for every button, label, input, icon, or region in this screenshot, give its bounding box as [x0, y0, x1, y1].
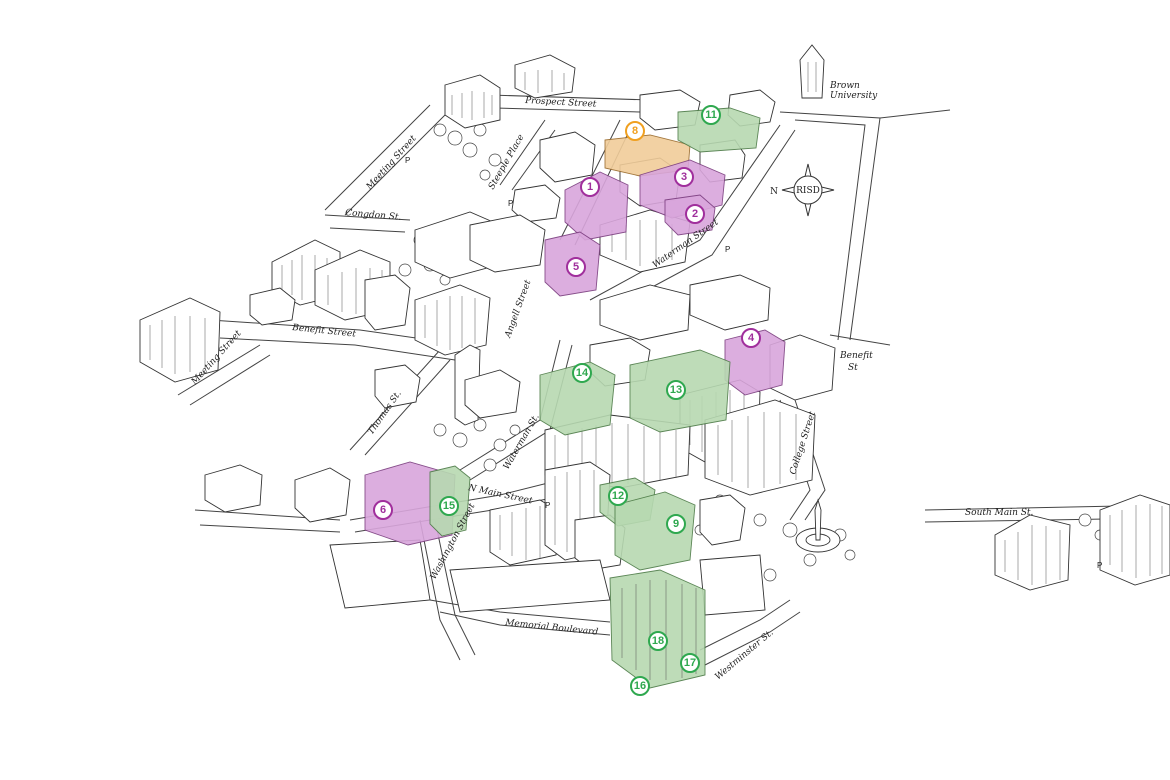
compass-label: RISD	[796, 186, 820, 196]
svg-text:17: 17	[684, 657, 696, 669]
marker-11[interactable]: 11	[701, 105, 721, 125]
street-prospect: Prospect Street	[524, 96, 597, 110]
street-waterman-mid: Waterman St.	[502, 412, 542, 471]
parking-icon: P	[545, 501, 550, 510]
marker-12[interactable]: 12	[608, 486, 628, 506]
marker-badge	[625, 121, 645, 141]
building-11	[677, 107, 761, 153]
marker-badge	[680, 653, 700, 673]
svg-text:4: 4	[748, 332, 755, 344]
marker-badge	[630, 676, 650, 696]
marker-badge	[580, 177, 600, 197]
marker-8[interactable]: 8	[625, 121, 645, 141]
marker-badge	[666, 380, 686, 400]
marker-badge	[373, 500, 393, 520]
street-angell: Angell Street	[503, 279, 534, 340]
label-brown-1: Brown	[829, 81, 860, 91]
marker-badge	[701, 105, 721, 125]
street-congdon: Congdon St.	[345, 208, 402, 223]
marker-16[interactable]: 16	[630, 676, 650, 696]
svg-text:5: 5	[573, 261, 579, 273]
svg-text:14: 14	[576, 367, 589, 379]
svg-text:9: 9	[673, 518, 679, 530]
svg-text:16: 16	[634, 680, 646, 692]
building-9	[614, 491, 696, 571]
svg-text:3: 3	[681, 171, 687, 183]
marker-5[interactable]: 5	[566, 257, 586, 277]
parking-icon: P	[725, 245, 730, 254]
parking-icon: P	[1097, 561, 1102, 570]
marker-13[interactable]: 13	[666, 380, 686, 400]
svg-text:11: 11	[705, 109, 717, 121]
parking-symbols: P P P P P	[405, 156, 1102, 570]
marker-15[interactable]: 15	[439, 496, 459, 516]
svg-text:6: 6	[380, 504, 386, 516]
marker-9[interactable]: 9	[666, 514, 686, 534]
marker-1[interactable]: 1	[580, 177, 600, 197]
marker-18[interactable]: 18	[648, 631, 668, 651]
marker-6[interactable]: 6	[373, 500, 393, 520]
svg-text:12: 12	[612, 490, 624, 502]
street-benefit-right-1: Benefit	[839, 351, 873, 361]
label-brown-2: University	[830, 91, 878, 101]
street-n-main: N Main Street	[466, 483, 533, 507]
marker-badge	[674, 167, 694, 187]
svg-text:15: 15	[443, 500, 455, 512]
svg-text:13: 13	[670, 384, 682, 396]
marker-2[interactable]: 2	[685, 204, 705, 224]
marker-badge	[685, 204, 705, 224]
marker-badge	[566, 257, 586, 277]
marker-17[interactable]: 17	[680, 653, 700, 673]
marker-badge	[648, 631, 668, 651]
street-south-main: South Main St.	[965, 508, 1034, 518]
building-14	[539, 361, 616, 436]
marker-4[interactable]: 4	[741, 328, 761, 348]
marker-badge	[741, 328, 761, 348]
street-memorial: Memorial Boulevard	[504, 618, 599, 638]
marker-14[interactable]: 14	[572, 363, 592, 383]
svg-text:2: 2	[692, 208, 698, 220]
compass-north: N	[770, 187, 778, 197]
compass-rose-icon: RISD N	[770, 163, 835, 217]
parking-icon: P	[405, 156, 410, 165]
marker-badge	[608, 486, 628, 506]
street-benefit-right-2: St	[848, 363, 858, 373]
parking-icon: P	[508, 199, 513, 208]
marker-badge	[439, 496, 459, 516]
svg-text:18: 18	[652, 635, 664, 647]
street-benefit: Benefit Street	[291, 323, 357, 340]
svg-text:8: 8	[632, 125, 638, 137]
marker-3[interactable]: 3	[674, 167, 694, 187]
marker-badge	[572, 363, 592, 383]
street-westminster: Westminster St.	[714, 628, 776, 682]
svg-text:1: 1	[587, 181, 593, 193]
marker-badge	[666, 514, 686, 534]
